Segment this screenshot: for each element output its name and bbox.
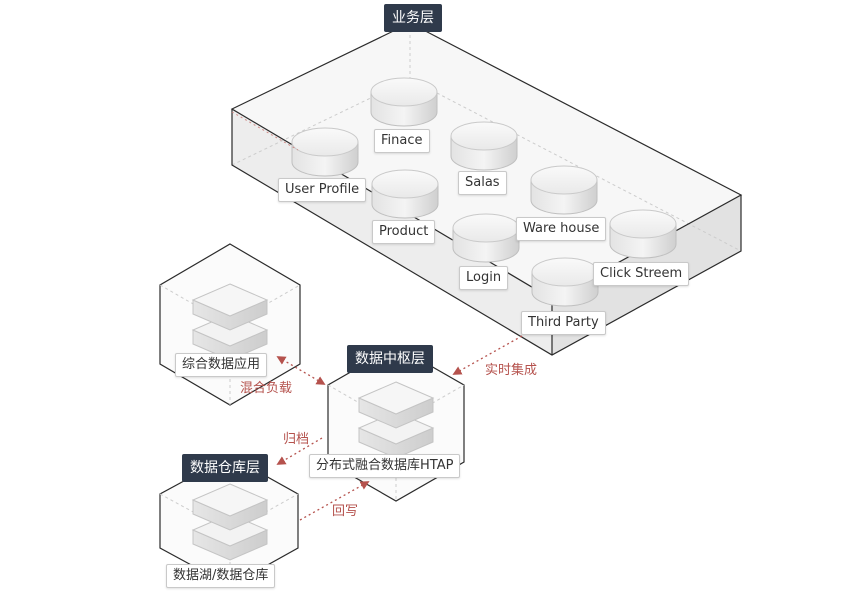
source-cylinder [531,257,599,307]
flow-label-realtime: 实时集成 [485,363,538,378]
app-node-label: 综合数据应用 [175,353,268,377]
flow-label-archive: 归档 [283,432,310,447]
flow-arrow-archive [276,437,323,465]
source-cylinder [370,77,438,127]
source-label-product: Product [372,220,436,244]
business-layer-title: 业务层 [384,4,442,32]
source-label-click-streem: Click Streem [593,262,690,286]
source-label-user-profile: User Profile [278,178,367,202]
source-cylinder [530,165,598,215]
hub-node-label: 分布式融合数据库HTAP [309,454,461,478]
source-label-salas: Salas [458,171,507,195]
source-cylinder [371,169,439,219]
server-stack-icon [357,381,435,459]
source-label-third-party: Third Party [521,311,606,335]
source-cylinder [450,121,518,171]
warehouse-layer-title: 数据仓库层 [182,454,268,482]
warehouse-node-label: 数据湖/数据仓库 [166,564,276,588]
flow-label-writeback: 回写 [332,504,359,519]
source-label-ware-house: Ware house [516,217,607,241]
flow-label-mixed-load: 混合负载 [240,381,293,396]
source-cylinder [291,127,359,177]
flow-arrow-mixed-load [276,356,326,385]
server-stack-icon [191,283,269,361]
source-cylinder [452,213,520,263]
server-stack-icon [191,483,269,561]
hub-layer-title: 数据中枢层 [347,345,433,373]
source-label-login: Login [459,266,509,290]
source-label-finace: Finace [374,129,430,153]
source-cylinder [609,209,677,259]
